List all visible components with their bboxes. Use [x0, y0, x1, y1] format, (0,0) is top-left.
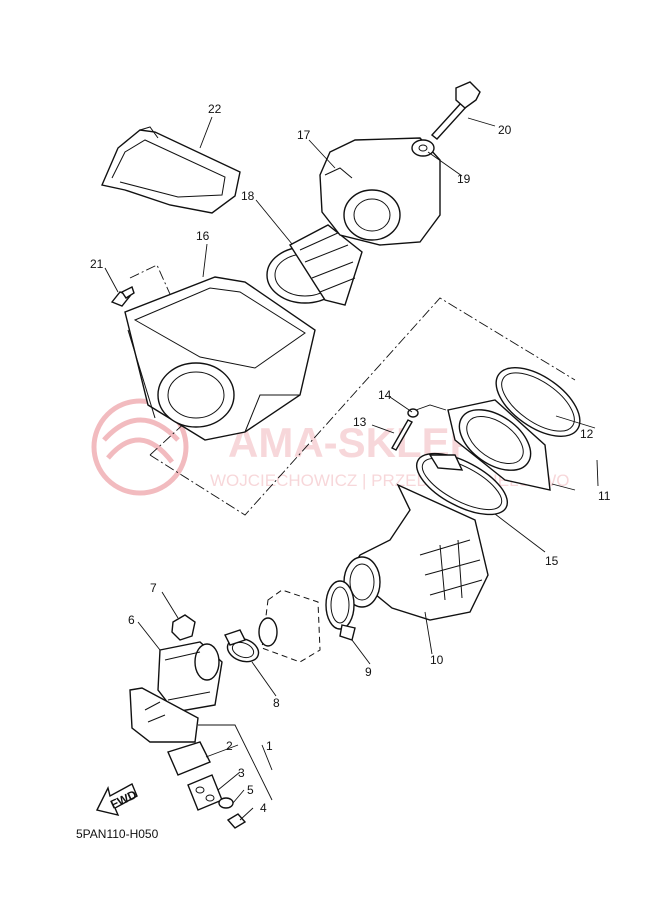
washer-5 — [218, 797, 234, 809]
stopper-plate-3 — [187, 774, 223, 811]
callout-16: 16 — [196, 229, 210, 243]
callout-21: 21 — [90, 257, 104, 271]
callout-18: 18 — [241, 189, 255, 203]
callout-8: 8 — [273, 696, 280, 710]
callout-labels: 22 17 20 19 18 16 21 14 13 12 11 15 7 6 … — [90, 102, 611, 815]
filter-cage — [266, 224, 363, 306]
callout-7: 7 — [150, 581, 157, 595]
carburetor-joint — [157, 641, 223, 713]
diagram-code: 5PAN110-H050 — [76, 827, 159, 841]
callout-13: 13 — [353, 415, 367, 429]
callout-15: 15 — [545, 554, 559, 568]
bolt-7 — [171, 614, 196, 641]
hose-clamp-15 — [415, 452, 509, 516]
callout-11: 11 — [598, 489, 611, 503]
callout-6: 6 — [128, 613, 135, 627]
joint-flange — [447, 399, 551, 491]
sleeve-outline — [258, 589, 321, 663]
callout-20: 20 — [498, 123, 512, 137]
callout-9: 9 — [365, 665, 372, 679]
callout-17: 17 — [297, 128, 311, 142]
gasket-ring — [495, 366, 581, 438]
fwd-arrow-icon: FWD — [95, 783, 139, 817]
air-filter — [319, 137, 441, 246]
callout-2: 2 — [226, 739, 233, 753]
air-box-cover — [101, 126, 241, 214]
leader-lines — [104, 116, 599, 821]
callout-19: 19 — [457, 172, 471, 186]
reed-valve-assembly — [129, 687, 199, 743]
fwd-label: FWD — [108, 787, 139, 811]
callout-10: 10 — [430, 653, 444, 667]
screw-4 — [226, 813, 247, 829]
callout-3: 3 — [238, 766, 245, 780]
wing-bolt-20 — [430, 81, 481, 140]
reed-2 — [167, 741, 211, 776]
callout-14: 14 — [378, 388, 392, 402]
callout-22: 22 — [208, 102, 222, 116]
clamp-9 — [325, 580, 356, 641]
bolt-21 — [110, 286, 135, 307]
clamp-8 — [224, 629, 260, 663]
air-box-case — [124, 276, 316, 441]
callout-1: 1 — [266, 739, 273, 753]
callout-12: 12 — [580, 427, 594, 441]
callout-5: 5 — [247, 783, 254, 797]
callout-4: 4 — [260, 801, 267, 815]
screw-13 — [391, 419, 413, 451]
